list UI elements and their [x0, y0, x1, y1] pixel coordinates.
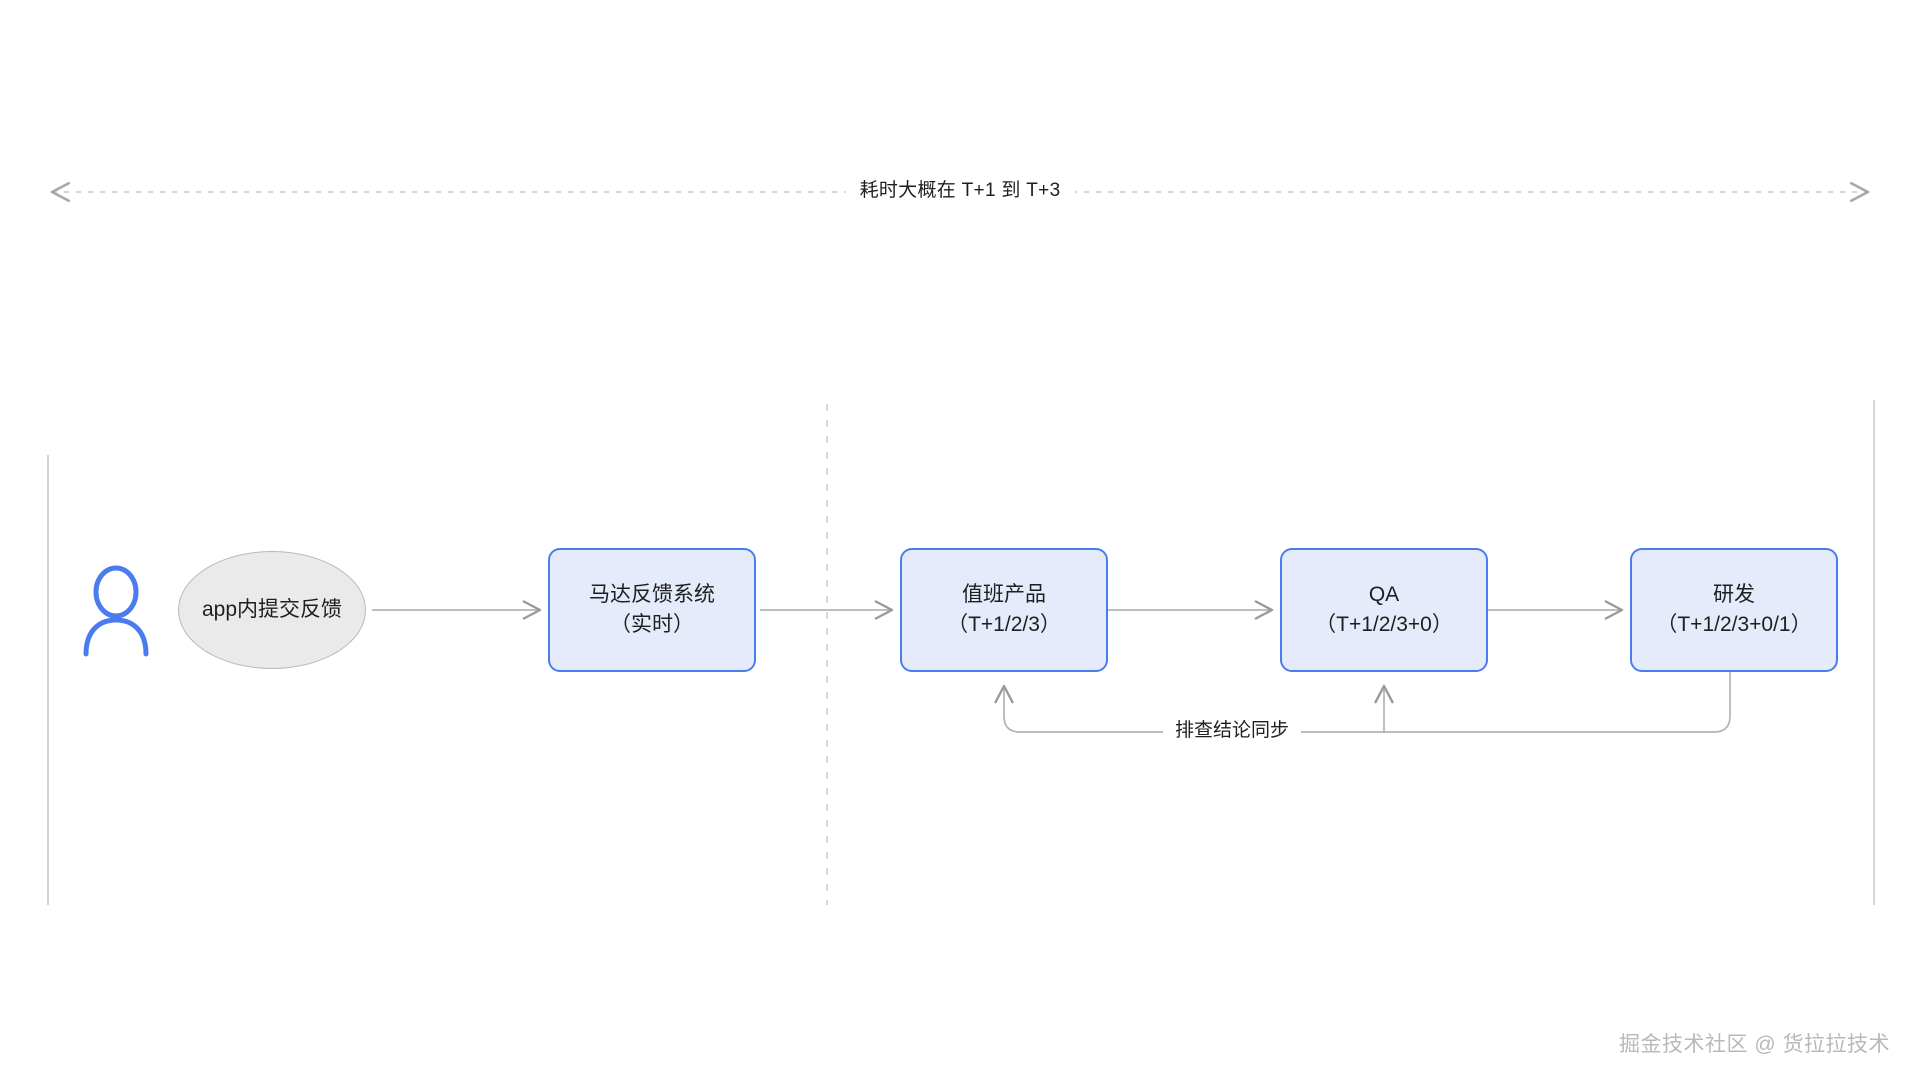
- node-dev[interactable]: 研发 （T+1/2/3+0/1）: [1630, 548, 1838, 672]
- node-motor-feedback-system-label: 马达反馈系统: [589, 583, 715, 607]
- node-duty-product[interactable]: 值班产品 （T+1/2/3）: [900, 548, 1108, 672]
- timeline-duration-label: 耗时大概在 T+1 到 T+3: [845, 175, 1075, 202]
- feedback-loop-label: 排查结论同步: [1162, 715, 1302, 742]
- node-dev-sublabel: （T+1/2/3+0/1）: [1656, 613, 1812, 636]
- node-motor-feedback-system-sublabel: （实时）: [610, 613, 694, 636]
- node-submit-feedback-label: app内提交反馈: [201, 598, 343, 622]
- node-qa-sublabel: （T+1/2/3+0）: [1315, 613, 1453, 636]
- node-qa[interactable]: QA （T+1/2/3+0）: [1280, 548, 1488, 672]
- actor-user-icon: [78, 562, 154, 658]
- node-submit-feedback[interactable]: app内提交反馈: [178, 551, 366, 669]
- node-dev-label: 研发: [1713, 583, 1755, 607]
- feedback-loop-path: [994, 671, 1731, 733]
- node-duty-product-sublabel: （T+1/2/3）: [947, 613, 1061, 636]
- node-qa-label: QA: [1368, 583, 1400, 607]
- node-duty-product-label: 值班产品: [962, 583, 1046, 607]
- watermark: 掘金技术社区 @ 货拉拉技术: [1619, 1033, 1890, 1056]
- user-icon: [83, 565, 149, 657]
- node-motor-feedback-system[interactable]: 马达反馈系统 （实时）: [548, 548, 756, 672]
